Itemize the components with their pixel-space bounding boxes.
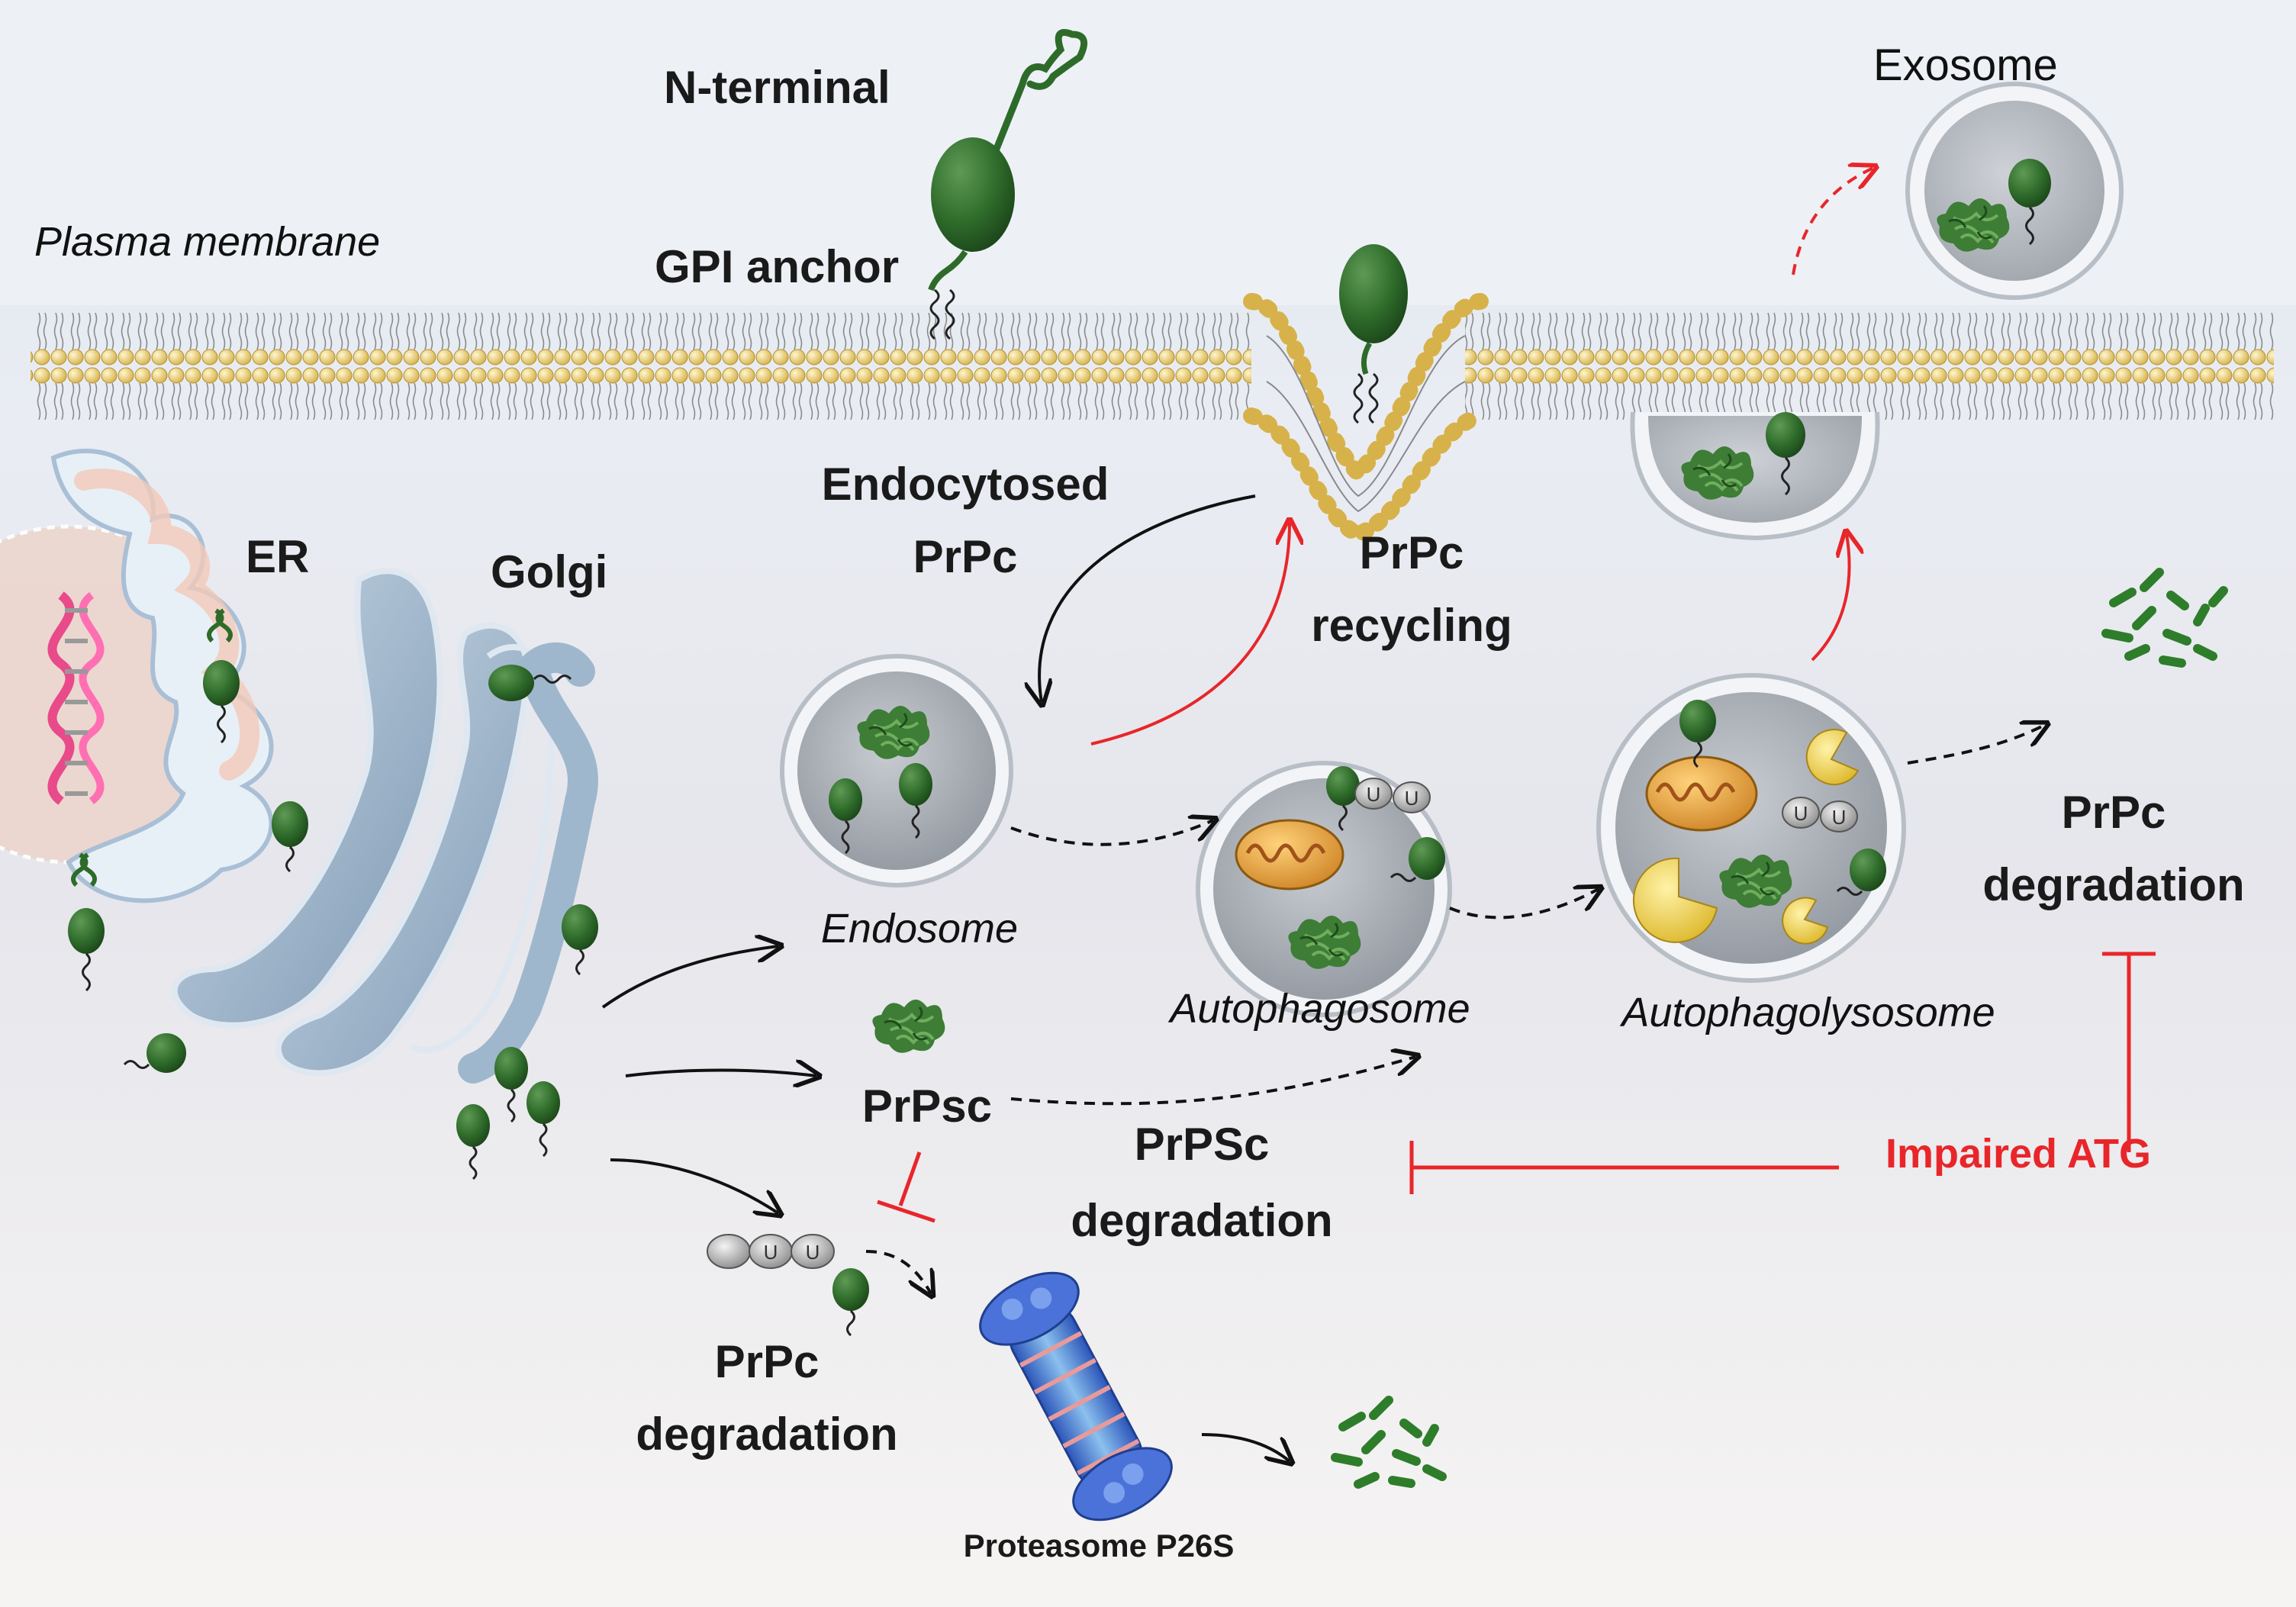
autophagolysosome-label: Autophagolysosome <box>1619 990 1995 1035</box>
ubiquitin-label: U <box>764 1241 778 1264</box>
pathway-arrows-dashed <box>865 725 2045 1293</box>
endocytosed-label-line1: Endocytosed <box>822 459 1109 510</box>
golgi-apparatus <box>123 568 598 1084</box>
autophagolysosome-vesicle: U U <box>1596 673 1906 983</box>
exosome-vesicle <box>1905 82 2124 300</box>
recycling-label-line2: recycling <box>1311 600 1512 651</box>
ubiquitin-label: U <box>1794 802 1808 825</box>
n-terminal-label: N-terminal <box>664 62 890 113</box>
prpsc-label: PrPsc <box>862 1080 992 1132</box>
proteasome-label: Proteasome P26S <box>964 1528 1235 1564</box>
pit-prpc <box>1339 244 1408 424</box>
gpi-anchor-label: GPI anchor <box>655 241 899 292</box>
endoplasmic-reticulum <box>50 449 308 992</box>
degradation-fragments-top <box>2101 568 2228 668</box>
prpc-degradation-left-line1: PrPc <box>715 1336 820 1387</box>
budding-vesicle <box>1630 411 1880 541</box>
er-label: ER <box>246 531 309 582</box>
inhibition-lines <box>877 952 2156 1223</box>
endosome-label: Endosome <box>821 906 1018 952</box>
ubiquitinated-prpc: U U <box>707 1234 869 1337</box>
prpc-degradation-left-line2: degradation <box>636 1409 897 1460</box>
prpsc-degradation-line1: PrPSc <box>1135 1119 1270 1170</box>
recycling-arrows <box>1090 168 1873 746</box>
surface-prpc <box>928 29 1088 340</box>
prpc-degradation-right-line1: PrPc <box>2062 787 2166 838</box>
impaired-atg-label: Impaired ATG <box>1885 1131 2151 1177</box>
autophagosome-label: Autophagosome <box>1167 986 1470 1032</box>
plasma-membrane <box>31 293 2274 543</box>
prpsc-degradation-line2: degradation <box>1071 1195 1332 1246</box>
golgi-label: Golgi <box>491 546 607 597</box>
plasma-membrane-label: Plasma membrane <box>34 219 380 265</box>
pathway-arrows-solid <box>601 494 1290 1461</box>
ubiquitin-label: U <box>806 1241 820 1264</box>
endosome-vesicle <box>780 654 1013 887</box>
ubiquitin-label: U <box>1405 787 1419 810</box>
prpc-degradation-right-line2: degradation <box>1982 859 2244 910</box>
recycling-label-line1: PrPc <box>1360 527 1464 578</box>
proteasome-complex <box>979 1271 1173 1522</box>
autophagosome-vesicle: U U <box>1196 761 1452 1017</box>
endocytosed-label-line2: PrPc <box>913 531 1018 582</box>
ubiquitin-label: U <box>1367 783 1381 806</box>
degradation-fragments-bottom <box>1331 1396 1447 1489</box>
exosome-label: Exosome <box>1873 40 2058 90</box>
ubiquitin-label: U <box>1832 806 1847 829</box>
